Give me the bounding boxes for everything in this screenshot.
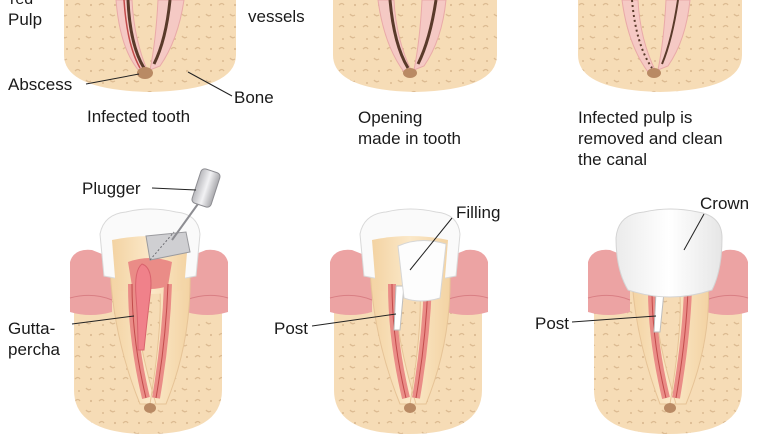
label-gutta-percha: Gutta- percha <box>8 319 60 359</box>
label-post-crown: Post <box>535 314 570 333</box>
panel-gutta-percha <box>69 168 229 434</box>
label-pulp: Pulp <box>8 10 43 29</box>
panel-filling <box>311 208 489 434</box>
label-infected-pulp-removed: Infected pulp is removed and clean the c… <box>578 108 723 169</box>
label-opening: Opening made in tooth <box>358 108 462 148</box>
label-crown: Crown <box>700 194 750 213</box>
panel-infected-tooth <box>64 0 236 97</box>
gutta-percha-icon <box>135 263 152 351</box>
post-icon <box>393 285 405 331</box>
abscess-icon <box>137 67 153 79</box>
gum-left <box>70 249 112 315</box>
panel-crown <box>571 208 749 434</box>
panel-pulp-removed <box>578 0 742 92</box>
label-abscess: Abscess <box>8 75 73 94</box>
infected-canal <box>126 0 146 69</box>
label-vessels: vessels <box>248 7 305 26</box>
label-post: Post <box>274 319 309 338</box>
panel-opening <box>333 0 497 92</box>
plugger-icon <box>145 231 191 261</box>
label-red-fragment: red <box>10 0 33 10</box>
label-bone: Bone <box>234 88 274 107</box>
label-filling: Filling <box>456 203 501 222</box>
filling-icon <box>397 240 447 302</box>
abscess-small <box>144 403 156 413</box>
label-plugger: Plugger <box>82 179 141 198</box>
crown-icon <box>615 208 723 298</box>
label-infected-tooth: Infected tooth <box>87 107 191 126</box>
